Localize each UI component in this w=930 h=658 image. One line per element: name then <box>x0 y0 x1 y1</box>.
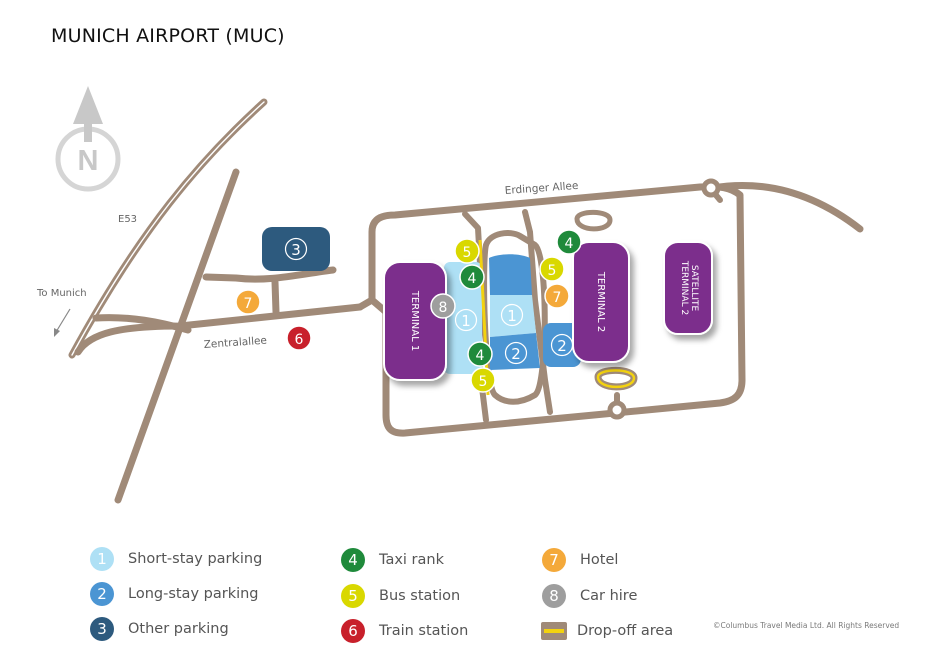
marker-car-hire-t1: 8 <box>430 293 456 319</box>
compass-label: N <box>78 145 99 177</box>
svg-text:5: 5 <box>479 374 488 390</box>
marker-hotel-t2: 7 <box>544 283 570 309</box>
svg-text:4: 4 <box>476 348 485 364</box>
copyright-notice: ©Columbus Travel Media Ltd. All Rights R… <box>713 621 900 630</box>
svg-text:7: 7 <box>244 296 253 312</box>
long-stay-marker-icon: 2 <box>90 582 114 606</box>
long-stay-parking-east <box>543 323 581 367</box>
short-stay-marker-icon: 1 <box>90 547 114 571</box>
legend-car-hire-label: Car hire <box>580 588 638 604</box>
legend-taxi-label: Taxi rank <box>379 552 444 568</box>
terminal-2-satellite <box>663 241 713 335</box>
marker-bus-t1-top: 5 <box>454 238 480 264</box>
marker-3-ring <box>284 237 308 261</box>
legend-long-stay: 2 Long-stay parking <box>90 581 259 607</box>
terminal-2-label: TERMINAL 2 <box>595 271 606 332</box>
legend-dropoff: Drop-off area <box>541 618 673 644</box>
svg-text:5: 5 <box>548 263 557 279</box>
marker-taxi-t1-bottom: 4 <box>467 341 493 367</box>
svg-text:8: 8 <box>439 300 448 316</box>
legend-short-stay-label: Short-stay parking <box>128 551 263 567</box>
map-title: MUNICH AIRPORT (MUC) <box>51 25 285 47</box>
legend-long-stay-label: Long-stay parking <box>128 586 259 602</box>
legend-bus: 5 Bus station <box>341 583 460 609</box>
road-label-to-munich: To Munich <box>36 288 87 299</box>
legend-train-label: Train station <box>379 623 469 639</box>
marker-taxi-t1-top: 4 <box>459 264 485 290</box>
road-label-erdinger-allee: Erdinger Allee <box>504 180 578 197</box>
car-hire-marker-icon: 8 <box>542 584 566 608</box>
legend-hotel: 7 Hotel <box>542 547 618 573</box>
train-marker-icon: 6 <box>341 619 365 643</box>
legend-hotel-label: Hotel <box>580 552 619 568</box>
marker-2-center-label: 2 <box>511 345 521 363</box>
terminal-1-label: TERMINAL 1 <box>409 290 420 351</box>
svg-text:4: 4 <box>468 271 477 287</box>
marker-bus-t1-bottom: 5 <box>470 367 496 393</box>
svg-text:6: 6 <box>295 332 304 348</box>
terminal-2-satellite-label-2: SATELLITE <box>689 265 699 312</box>
svg-text:7: 7 <box>553 290 562 306</box>
legend-car-hire: 8 Car hire <box>542 583 637 609</box>
legend-other-parking: 3 Other parking <box>90 616 229 642</box>
bus-marker-icon: 5 <box>341 584 365 608</box>
road-label-e53: E53 <box>118 214 137 225</box>
marker-train-station: 6 <box>286 325 312 351</box>
marker-1-t1-label: 1 <box>461 312 471 330</box>
airport-map: N E53 Erdinger Allee Zentralallee To <box>36 86 864 504</box>
long-stay-parking-bottom <box>490 333 540 370</box>
hotel-marker-icon: 7 <box>542 548 566 572</box>
terminal-2-satellite-label-1: TERMINAL 2 <box>679 260 689 315</box>
marker-bus-t2: 5 <box>539 256 565 282</box>
dropoff-swatch-icon <box>541 622 567 640</box>
long-stay-parking-top <box>489 254 532 295</box>
compass-icon: N <box>55 86 121 192</box>
svg-text:5: 5 <box>463 245 472 261</box>
marker-hotel-west: 7 <box>235 289 261 315</box>
marker-3-label: 3 <box>291 241 301 259</box>
legend-short-stay: 1 Short-stay parking <box>90 546 262 572</box>
terminal-1 <box>383 261 447 381</box>
svg-text:4: 4 <box>565 236 574 252</box>
terminal-2 <box>572 241 630 363</box>
other-parking-marker-icon: 3 <box>90 617 114 641</box>
marker-2-east-label: 2 <box>557 337 567 355</box>
legend-train: 6 Train station <box>341 618 468 644</box>
road-label-zentralallee: Zentralallee <box>203 335 267 351</box>
arrow-to-munich-icon <box>54 308 71 337</box>
legend-taxi: 4 Taxi rank <box>341 547 444 573</box>
short-stay-parking-center <box>490 295 536 337</box>
legend-bus-label: Bus station <box>379 588 461 604</box>
legend-dropoff-label: Drop-off area <box>577 623 674 639</box>
other-parking-area <box>262 227 330 271</box>
marker-taxi-t2: 4 <box>556 229 582 255</box>
marker-1-center-label: 1 <box>507 307 517 325</box>
dropoff-area-t2 <box>596 369 636 389</box>
taxi-marker-icon: 4 <box>341 548 365 572</box>
legend-other-parking-label: Other parking <box>128 621 229 637</box>
